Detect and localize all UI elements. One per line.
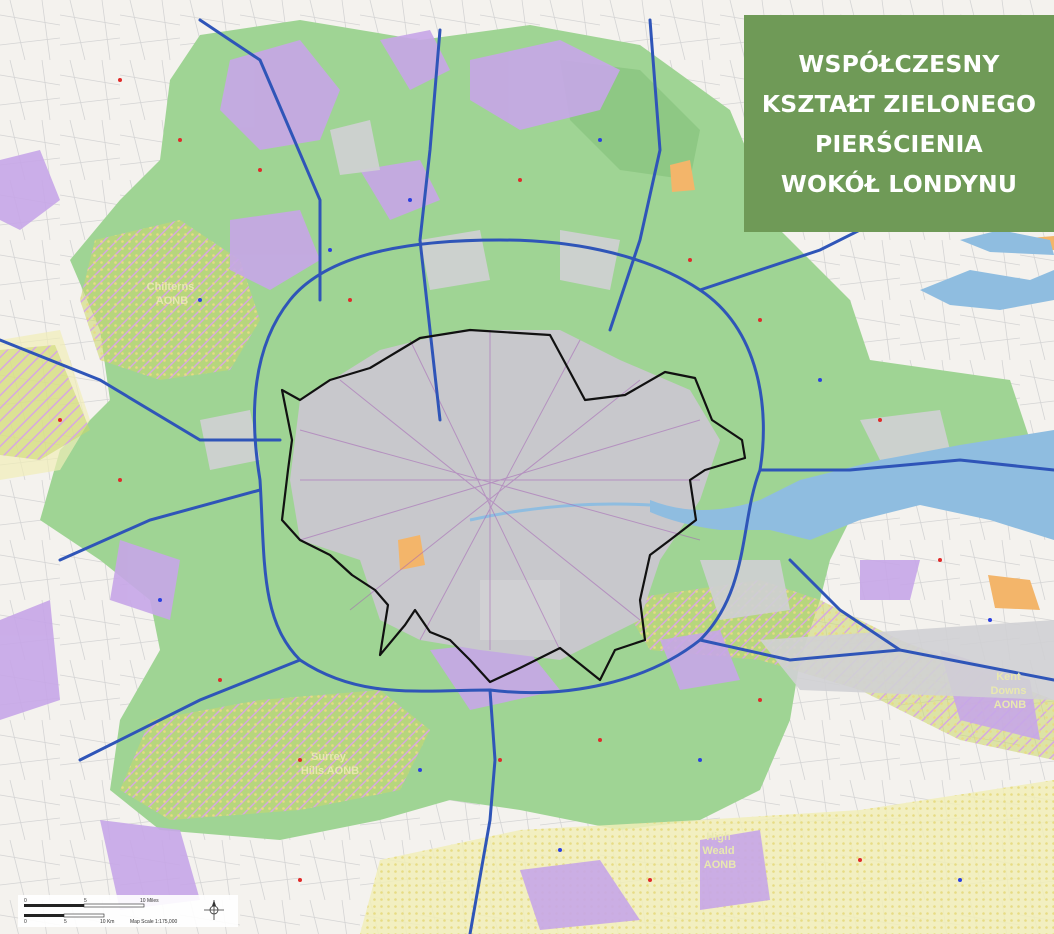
svg-text:High Weald AONB: High Weald AONB (702, 831, 737, 871)
scale-tick-0: 0 (24, 898, 27, 904)
title-line-3: PIERŚCIENIA (815, 129, 983, 158)
scale-tick-km-5: 5 (64, 919, 67, 925)
thames-estuary (650, 430, 1054, 540)
greater-london-urban-area (290, 330, 720, 660)
kent-downs-label-line2: Downs (990, 685, 1026, 697)
svg-text:Chilterns AONB: Chilterns AONB (147, 281, 198, 307)
high-weald-label: High (706, 831, 731, 843)
surrey-hills-label: Surrey (311, 751, 347, 763)
title-line-1: WSPÓŁCZESNY (798, 49, 1000, 78)
title-line-2: KSZTAŁT ZIELONEGO (761, 89, 1037, 118)
motorway-network (0, 18, 1054, 934)
scale-tick-10-miles: 10 Miles (140, 898, 159, 904)
high-weald-label-line3: AONB (704, 859, 736, 871)
scale-tick-10-km: 10 Km (100, 919, 114, 925)
greater-london-boundary (280, 328, 747, 684)
svg-text:Surrey Hills AONB: Surrey Hills AONB (301, 751, 359, 777)
kent-downs-label: Kent (996, 671, 1021, 683)
airport-areas (398, 160, 1054, 610)
map-scale-text: Map Scale 1:175,000 (130, 919, 177, 925)
scale-tick-km-0: 0 (24, 919, 27, 925)
map-title-box: WSPÓŁCZESNY KSZTAŁT ZIELONEGO PIERŚCIENI… (744, 15, 1054, 232)
surrey-hills-label-line2: Hills AONB (301, 765, 359, 777)
title-line-4: WOKÓŁ LONDYNU (780, 169, 1018, 198)
settlement-dots (58, 78, 992, 882)
compass-icon (204, 900, 224, 920)
scale-bar: 0 5 10 Miles 0 5 10 Km Map Scale 1:175,0… (18, 895, 238, 927)
chilterns-label-line2: AONB (156, 295, 188, 307)
chilterns-label: Chilterns (147, 281, 195, 293)
svg-text:Kent Downs AONB: Kent Downs AONB (990, 671, 1029, 711)
kent-downs-label-line3: AONB (994, 699, 1026, 711)
high-weald-label-line2: Weald (702, 845, 734, 857)
scale-tick-5: 5 (84, 898, 87, 904)
